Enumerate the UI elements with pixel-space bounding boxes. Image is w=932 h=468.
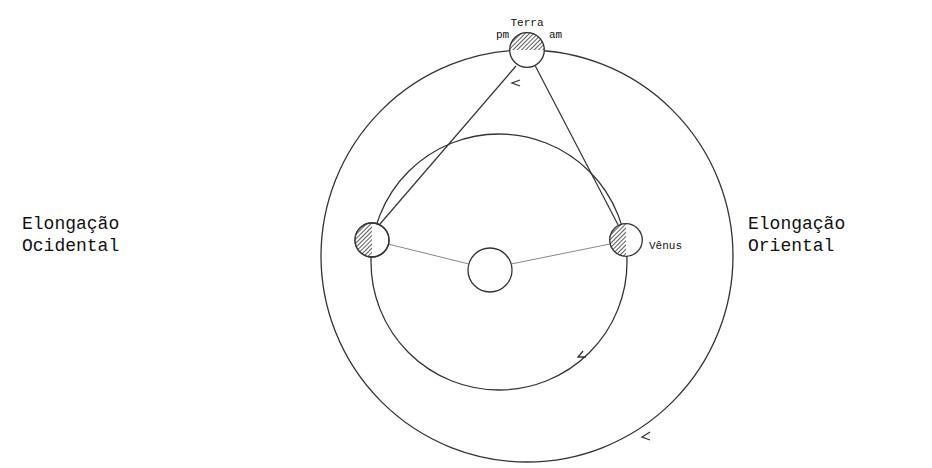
orbit-arrow [642, 432, 650, 440]
sun-venus-line [511, 244, 610, 264]
earth-planet: Terra [509, 32, 545, 68]
sun [468, 248, 512, 292]
time-label: am [548, 29, 563, 42]
venus-west [355, 223, 389, 257]
sight-line [535, 66, 618, 225]
venus-orbit [371, 134, 627, 390]
elongation-label: Elongação Oriental [748, 214, 868, 257]
planet-disc [609, 223, 643, 257]
planet-name: Vênus [649, 240, 682, 252]
planet-disc [509, 32, 545, 68]
sight-line [380, 66, 516, 224]
time-label: pm [495, 29, 510, 42]
orbit-arrow [512, 80, 520, 86]
earth-orbit [321, 50, 733, 462]
venus-planet: Vênus [609, 223, 643, 257]
planet-name: Terra [510, 17, 543, 29]
sun-venus-line [388, 244, 469, 264]
orbit-arrow [578, 351, 586, 357]
elongation-label: Elongação Ocidental [22, 214, 142, 257]
